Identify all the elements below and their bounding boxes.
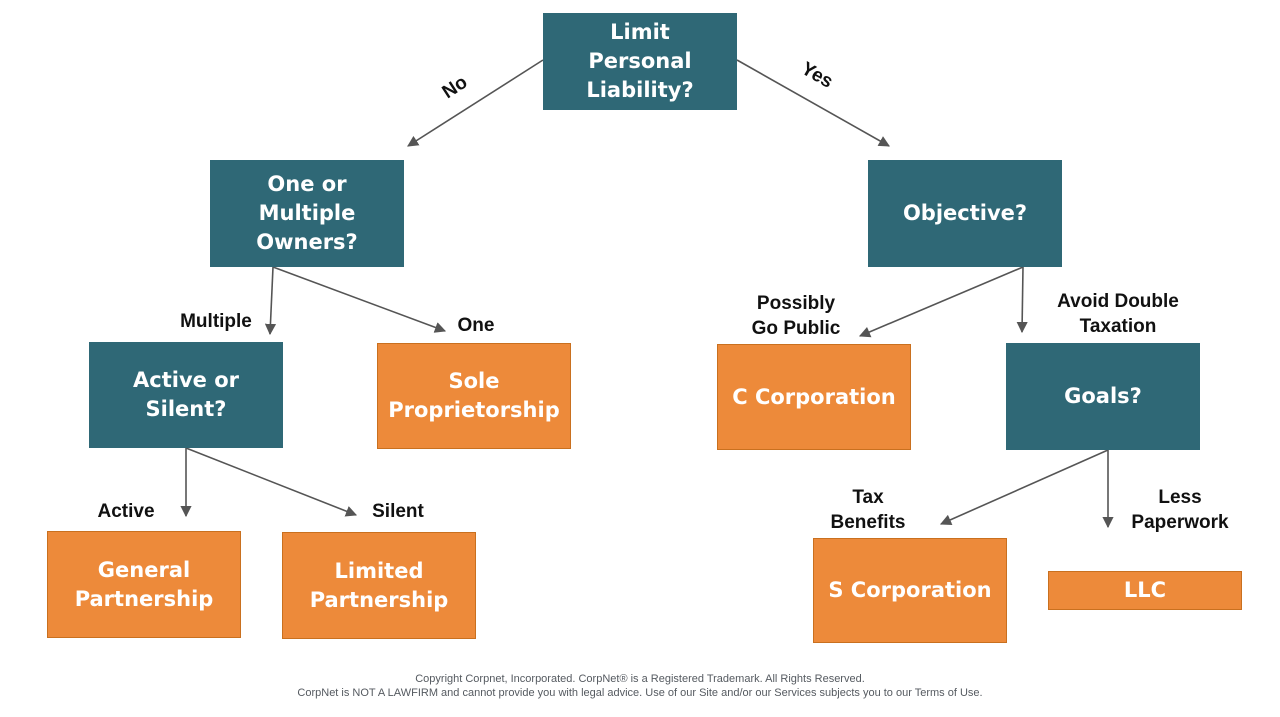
footer-disclaimer: CorpNet is NOT A LAWFIRM and cannot prov… xyxy=(297,687,983,699)
node-llc: LLC xyxy=(1048,571,1242,610)
node-goals: Goals? xyxy=(1006,343,1200,450)
edge-label-tax-benefits: Tax Benefits xyxy=(830,487,906,533)
edge-label-one: One xyxy=(457,315,495,336)
edge-label-silent: Silent xyxy=(372,501,424,522)
node-sole-proprietorship: Sole Proprietorship xyxy=(377,343,571,449)
edge-owners-one xyxy=(272,266,447,333)
edge-label-multiple: Multiple xyxy=(180,311,252,332)
node-general-partnership: General Partnership xyxy=(47,531,241,638)
node-c-corporation: C Corporation xyxy=(717,344,911,450)
edge-owners-multiple xyxy=(264,266,277,336)
edge-root-yes xyxy=(736,59,890,147)
footer-copyright: Copyright Corpnet, Incorporated. CorpNet… xyxy=(415,673,865,685)
edge-label-active: Active xyxy=(97,501,155,522)
node-objective: Objective? xyxy=(868,160,1062,267)
edge-root-no xyxy=(407,59,544,147)
edge-objective-public xyxy=(858,266,1024,338)
node-active-or-silent: Active or Silent? xyxy=(89,342,283,448)
edge-label-avoid-double-taxation: Avoid Double Taxation xyxy=(1057,291,1179,337)
edge-label-less-paperwork: Less Paperwork xyxy=(1131,487,1229,533)
node-s-corporation: S Corporation xyxy=(813,538,1007,643)
edge-active-silent-silent xyxy=(185,447,358,517)
node-limited-partnership: Limited Partnership xyxy=(282,532,476,639)
edge-label-possibly-go-public: Possibly Go Public xyxy=(751,293,841,339)
edge-objective-taxation xyxy=(1016,266,1028,334)
edge-goals-tax xyxy=(939,449,1109,526)
node-owners: One or Multiple Owners? xyxy=(210,160,404,267)
node-limit-personal-liability: Limit Personal Liability? xyxy=(543,13,737,110)
